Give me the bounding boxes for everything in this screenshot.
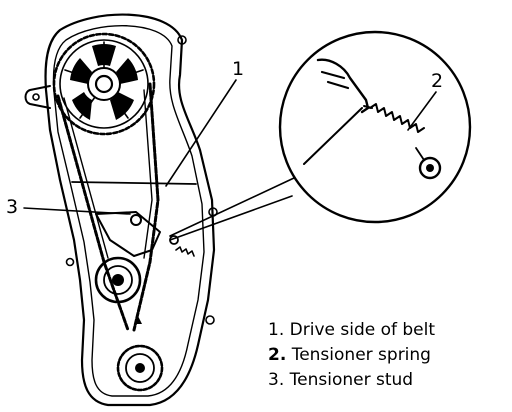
detail-magnifier-circle	[278, 30, 472, 224]
legend-text: Drive side of belt	[289, 320, 436, 340]
tensioner-plate	[95, 211, 161, 257]
legend-item: 1. Drive side of belt	[268, 318, 435, 343]
legend-item: 2. Tensioner spring	[268, 343, 435, 368]
left-mount-hole	[32, 93, 40, 101]
callout-label-1: 1	[232, 58, 245, 80]
leader-line-3	[23, 207, 131, 215]
tensioner-stud	[130, 214, 142, 226]
detail-pointer	[169, 177, 295, 241]
parts-legend: 1. Drive side of belt 2. Tensioner sprin…	[268, 318, 435, 393]
legend-text: Tensioner spring	[291, 345, 431, 365]
detail-fork-slot	[320, 70, 350, 90]
detail-tensioner-plate	[316, 58, 370, 114]
detail-spring-anchor	[418, 156, 442, 180]
cover-bolt	[177, 35, 187, 45]
leader-line-2	[407, 91, 437, 131]
cover-bolt	[65, 257, 75, 267]
legend-number: 1.	[268, 320, 285, 340]
cover-bolt	[205, 315, 215, 325]
crankshaft-sprocket	[116, 344, 164, 392]
left-mount-ear	[24, 85, 51, 109]
cover-spring	[175, 246, 195, 257]
timing-cover-outline	[44, 13, 216, 407]
legend-number: 3.	[268, 370, 285, 390]
cover-seam	[71, 181, 197, 185]
timing-belt-inner	[63, 89, 153, 259]
cover-inner-edge	[52, 25, 205, 397]
leader-line-1	[165, 79, 237, 187]
callout-label-3: 3	[6, 196, 19, 218]
detail-plate-edge	[303, 107, 363, 165]
legend-number: 2.	[268, 345, 287, 365]
crank-key	[134, 316, 142, 324]
legend-item: 3. Tensioner stud	[268, 368, 435, 393]
detail-spring-hook	[363, 105, 373, 109]
legend-text: Tensioner stud	[289, 370, 414, 390]
detail-tensioner-spring	[369, 103, 425, 133]
tensioner-pulley	[94, 256, 142, 304]
callout-label-2: 2	[431, 70, 444, 92]
detail-anchor-link	[415, 147, 425, 161]
camshaft-sprocket	[52, 32, 156, 136]
timing-belt	[56, 82, 160, 332]
